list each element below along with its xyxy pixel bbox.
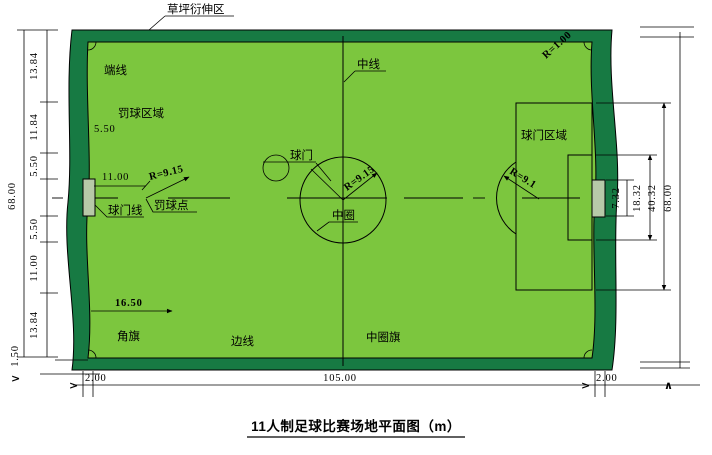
goal-right <box>591 179 606 218</box>
goal-left <box>82 178 96 217</box>
left-chain-dim-4: 5.50 <box>29 218 40 240</box>
corner-arc-bottom-right <box>583 349 593 359</box>
right-dimensions <box>596 26 694 369</box>
goal-detail-circle <box>262 154 290 182</box>
penalty-spot-leader <box>145 198 197 213</box>
goal-line-leader <box>94 204 144 218</box>
center-circle-leader <box>316 221 358 232</box>
penalty-distance-tick <box>141 180 151 191</box>
bottom-dimension <box>73 371 700 397</box>
caret-tick-glyph: ∧ <box>664 379 673 392</box>
goal-label-leader <box>315 162 332 182</box>
penalty-area-width-dim: 40.32 <box>647 184 658 212</box>
goal-line-label: 球门线 <box>108 203 143 217</box>
left-bottom-margin-dim: 1.50 <box>10 345 21 367</box>
bottom-left-arrow-glyph: > <box>69 379 78 392</box>
penalty-spot-label: 罚球点 <box>154 198 189 212</box>
corner-arc-bottom-left <box>87 349 97 359</box>
field-length-dim: 105.00 <box>323 373 357 384</box>
left-chain-dim-2: 11.84 <box>29 113 40 140</box>
penalty-arc-right-radius <box>503 175 540 200</box>
side-line-label: 边线 <box>231 334 254 348</box>
left-total-dim: 68.00 <box>7 182 18 210</box>
lawn-extension-leader <box>148 15 166 31</box>
center-circle-label: 中圈 <box>332 209 355 222</box>
penalty-distance-dim: 11.00 <box>102 172 129 183</box>
left-bottom-arrow-glyph: > <box>11 372 20 385</box>
bottom-right-margin-dim: 2.00 <box>596 373 618 384</box>
right-total-dim: 68.00 <box>663 184 674 212</box>
center-line-leader <box>343 70 356 83</box>
corner-arc-top-left <box>87 41 97 51</box>
end-line-label: 端线 <box>104 63 127 77</box>
goal-width-dim: 7.32 <box>611 187 622 209</box>
left-dimension-chain <box>17 29 100 375</box>
bottom-left-margin-dim: 2.00 <box>85 373 107 384</box>
left-chain-dim-6: 13.84 <box>29 311 40 339</box>
goal-zone-label: 球门区域 <box>521 128 567 142</box>
penalty-arc-left-radius <box>145 176 190 199</box>
penalty-zone-label: 罚球区域 <box>118 106 164 120</box>
goal-area-depth-dim: 5.50 <box>94 124 116 135</box>
center-circle <box>299 156 387 244</box>
center-circle-radius-right <box>342 172 378 201</box>
goal-area-width-dim: 18.32 <box>632 184 643 212</box>
penalty-arc-right <box>496 161 517 235</box>
center-line-label: 中线 <box>357 57 380 71</box>
penalty-area-depth-dim: 16.50 <box>115 298 143 309</box>
center-circle-radius-left <box>310 168 344 201</box>
corner-flag-label: 角旗 <box>117 329 140 343</box>
left-chain-dim-5: 11.00 <box>29 254 40 281</box>
corner-arc-top-right <box>583 41 593 51</box>
left-chain-dim-3: 5.50 <box>29 155 40 177</box>
bottom-right-arrow-glyph: > <box>581 379 590 392</box>
goal-label: 球门 <box>290 148 313 162</box>
center-circle-flag-label: 中圈旗 <box>366 330 401 344</box>
turf-playfield <box>86 41 597 359</box>
lawn-extension-label: 草坪衍伸区 <box>167 2 225 16</box>
left-chain-dim-1: 13.84 <box>29 52 40 80</box>
drawing-title: 11人制足球比赛场地平面图（m） <box>251 418 461 434</box>
